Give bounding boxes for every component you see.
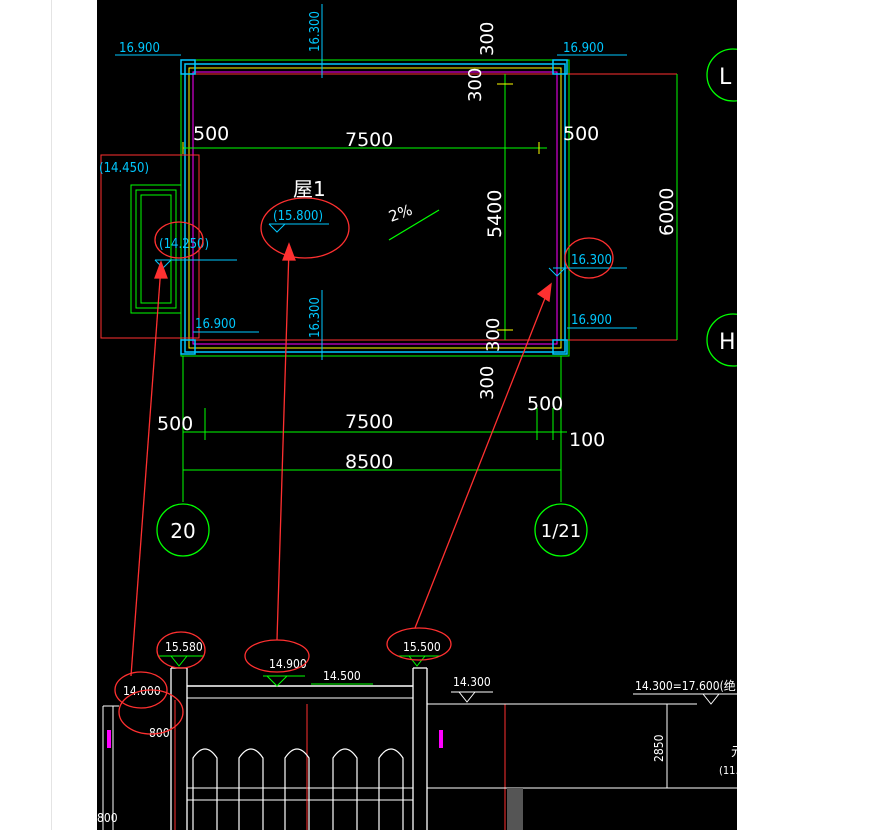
roof-wall-outline: [188, 67, 562, 349]
arrowhead-center: [282, 242, 296, 261]
dim-bottom-width: 7500: [345, 411, 393, 433]
sec-glyph: 元: [731, 745, 737, 760]
elev-mark-center: [268, 223, 286, 233]
roof-inner-outline: [192, 71, 558, 345]
elev-top-right: 16.900: [563, 41, 604, 56]
elev-left-inner: (14.250): [159, 237, 209, 252]
corner-block-tr: [552, 59, 568, 75]
section-view: 15.580 14.000 14.900 14.500 15.500 14.30…: [97, 640, 737, 830]
dim-top-300b: 300: [465, 68, 486, 102]
annex-frame-3: [140, 194, 172, 304]
section-window-pink-l: [107, 730, 111, 748]
dim-bottom-left-500: 500: [157, 413, 193, 435]
axis-circle-20: [156, 503, 210, 557]
dim-bottom-right-100: 100: [569, 429, 605, 451]
corner-block-br: [552, 339, 568, 355]
axis-circle-h: [706, 313, 737, 367]
arch-window-2: [238, 748, 264, 830]
roof-parapet-outline: [180, 59, 570, 357]
elev-bottom-right: 16.900: [571, 313, 612, 328]
sec-elev-mark-4: [458, 691, 476, 703]
section-hatch: [507, 788, 523, 830]
arrow-center: [276, 247, 290, 641]
plan-view: 屋1 2% 16.900 16.900 16.900 16.900 16.300…: [99, 4, 737, 557]
circle-sec-left-low: [114, 671, 168, 709]
slope-label: 2%: [386, 201, 415, 226]
sec-elev-mark-3: [408, 655, 426, 667]
axis-label-h: H: [719, 330, 736, 355]
elev-left-outer: (14.450): [99, 161, 149, 176]
section-window-pink-r: [439, 730, 443, 748]
arrow-right: [414, 287, 550, 629]
axis-label-20: 20: [170, 519, 195, 543]
dim-right-500: 500: [563, 123, 599, 145]
cad-drawing-canvas[interactable]: 屋1 2% 16.900 16.900 16.900 16.900 16.300…: [97, 0, 737, 830]
roof-outer-outline: [184, 63, 566, 353]
elev-bottom-left: 16.900: [195, 317, 236, 332]
sec-dim-800-left: 800: [97, 811, 118, 825]
dim-right-height: 6000: [656, 188, 678, 236]
elev-mark-right: [548, 267, 566, 277]
sec-elev-note: 14.300=17.600(绝: [635, 678, 736, 693]
page-gutter-line: [51, 0, 52, 830]
room-label: 屋1: [293, 177, 326, 201]
dim-bottom-right-500: 500: [527, 393, 563, 415]
axis-circle-l: [706, 48, 737, 102]
dim-left-500: 500: [193, 123, 229, 145]
arch-window-1: [192, 748, 218, 830]
sec-elev-mid-b: 14.500: [323, 669, 361, 683]
circle-sec-left-top: [156, 631, 206, 669]
sec-elev-left-top: 15.580: [165, 640, 203, 654]
arch-window-4: [332, 748, 358, 830]
annex-frame-1: [130, 184, 182, 314]
dim-inner-height: 5400: [484, 190, 506, 238]
red-annotations: [114, 197, 614, 735]
corner-block-tl: [180, 59, 196, 75]
dim-overall-width: 8500: [345, 451, 393, 473]
sec-dim-2850: 2850: [652, 734, 666, 762]
cad-drawing: 屋1 2% 16.900 16.900 16.900 16.900 16.300…: [97, 4, 737, 830]
annex-frame-2: [135, 189, 177, 309]
elev-vertical-bottom: 16.300: [308, 297, 323, 338]
dim-bottom-300b: 300: [477, 366, 498, 400]
circle-left-inner: [154, 221, 204, 259]
sec-elev-mid: 14.900: [269, 657, 307, 671]
arrowhead-right: [536, 282, 552, 303]
arrow-left: [130, 265, 162, 677]
sec-elev-right-low: 14.300: [453, 675, 491, 689]
dim-top-300: 300: [477, 22, 498, 56]
sec-elev-mark-1: [170, 655, 188, 667]
dim-inner-width: 7500: [345, 129, 393, 151]
section-arches: [192, 748, 404, 830]
slope-arrow: [388, 209, 440, 241]
axis-label-l: L: [719, 65, 732, 90]
arch-window-3: [284, 748, 310, 830]
sec-elev-mark-2: [266, 675, 288, 687]
arrowhead-left: [154, 260, 168, 279]
circle-sec-right-top: [386, 627, 452, 661]
annex-outer: [100, 154, 200, 339]
circle-right: [564, 237, 614, 279]
sec-elev-right-top: 15.500: [403, 640, 441, 654]
circle-center: [260, 197, 350, 259]
axis-circle-121: [534, 503, 588, 557]
elev-top-left: 16.900: [119, 41, 160, 56]
corner-block-bl: [180, 339, 196, 355]
arch-window-5: [378, 748, 404, 830]
sec-elev-mark-5: [702, 693, 720, 705]
axis-label-121: 1/21: [541, 521, 581, 542]
elev-vertical-top: 16.300: [308, 11, 323, 52]
circle-sec-left-low-2: [118, 689, 184, 735]
elev-center: (15.800): [273, 209, 323, 224]
sec-elev-cut: (11.: [719, 764, 737, 777]
elev-right: 16.300: [571, 253, 612, 268]
dim-bottom-300: 300: [483, 318, 504, 352]
